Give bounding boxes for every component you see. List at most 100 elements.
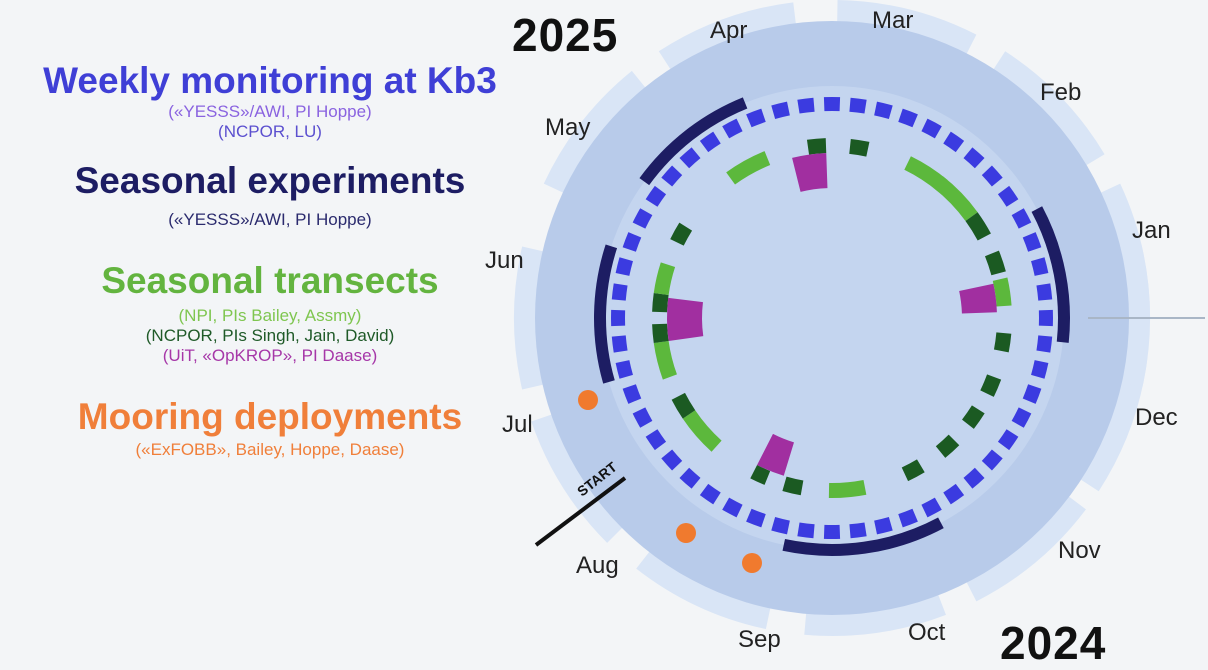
weekly-sample-mark [981, 449, 1003, 471]
legend-weekly-line-1: («YESSS»/AWI, PI Hoppe) [168, 102, 372, 121]
weekly-sample-mark [1038, 309, 1054, 327]
npi-transect-mark [726, 151, 771, 185]
weekly-sample-mark [699, 131, 721, 153]
weekly-sample-mark [943, 131, 965, 153]
npi-transect-mark [653, 340, 677, 380]
npi-transect-mark [933, 176, 978, 222]
npi-transect-mark [682, 410, 722, 452]
weekly-sample-mark [1031, 360, 1049, 379]
seasonal-experiment-arc [1031, 206, 1070, 343]
legend-transects-npi: (NPI, PIs Bailey, Assmy) [178, 306, 362, 325]
weekly-sample-mark [632, 208, 653, 229]
month-label-jul: Jul [502, 411, 533, 438]
ncpor-transect-mark [962, 405, 985, 429]
legend-mooring-line-1: («ExFOBB», Bailey, Hoppe, Daase) [135, 440, 405, 459]
ncpor-transect-mark [935, 434, 960, 458]
legend-weekly-line-2: (NCPOR, LU) [218, 122, 322, 141]
seasonal-experiment-arcs [594, 97, 1070, 556]
weekly-sample-mark [611, 335, 628, 353]
ncpor-transect-mark [993, 332, 1012, 353]
legend-transects-ncpor: (NCPOR, PIs Singh, Jain, David) [145, 326, 395, 345]
weekly-sample-mark [921, 497, 942, 518]
weekly-sample-mark [661, 165, 683, 187]
month-label-jun: Jun [485, 247, 524, 274]
weekly-sample-mark [622, 384, 642, 404]
uit-transect-mark [959, 283, 997, 314]
weekly-sample-mark [645, 185, 667, 207]
weekly-sample-mark [1036, 283, 1053, 301]
seasonal-experiment-arc [594, 244, 618, 384]
month-label-dec: Dec [1135, 404, 1178, 431]
weekly-sample-mark [622, 232, 642, 252]
ncpor-transect-mark [984, 250, 1006, 276]
legend-transects-title: Seasonal transects [101, 260, 439, 301]
year-2025-label: 2025 [512, 9, 619, 61]
legend-seasonal-transects: Seasonal transects (NPI, PIs Bailey, Ass… [0, 260, 540, 366]
uit-transect-mark [757, 433, 794, 476]
weekly-sample-mark [746, 108, 766, 128]
weekly-sample-mark [874, 101, 893, 119]
weekly-sample-mark [1011, 407, 1032, 428]
seasonal-transect-marks [652, 138, 1012, 499]
npi-transect-mark [828, 479, 867, 499]
month-label-aug: Aug [576, 552, 619, 579]
npi-transect-mark [653, 262, 676, 296]
ncpor-transect-mark [849, 138, 870, 157]
weekly-sample-mark [823, 524, 841, 539]
legend-seasonal-title: Seasonal experiments [74, 160, 466, 201]
start-marker-line [534, 476, 627, 547]
month-label-mar: Mar [872, 7, 913, 34]
ncpor-transect-mark [670, 222, 693, 246]
seasonal-experiment-arc [782, 517, 944, 556]
ncpor-transect-mark [806, 138, 827, 155]
month-label-jan: Jan [1132, 217, 1171, 244]
weekly-sample-mark [615, 257, 633, 276]
weekly-sample-mark [898, 508, 918, 528]
seasonal-experiment-arc [639, 97, 748, 186]
weekly-sample-mark [611, 283, 628, 301]
weekly-sample-mark [1022, 384, 1042, 404]
legend-transects-uit: (UiT, «OpKROP», PI Daase) [162, 346, 378, 365]
weekly-sample-mark [1036, 335, 1053, 353]
ncpor-transect-mark [782, 476, 804, 496]
ncpor-transect-mark [901, 459, 925, 482]
legend-weekly-monitoring: Weekly monitoring at Kb3 («YESSS»/AWI, P… [0, 60, 540, 142]
legend-mooring-deployments: Mooring deployments («ExFOBB», Bailey, H… [0, 396, 540, 460]
mooring-marker [742, 553, 762, 573]
npi-transect-mark [992, 277, 1012, 307]
weekly-sample-mark [1011, 208, 1032, 229]
weekly-sample-mark [797, 522, 815, 539]
month-label-feb: Feb [1040, 79, 1081, 106]
month-label-may: May [545, 114, 590, 141]
month-label-oct: Oct [908, 619, 946, 646]
weekly-sample-mark [679, 467, 701, 489]
month-label-apr: Apr [710, 17, 747, 44]
weekly-sample-mark [981, 165, 1003, 187]
ncpor-transect-mark [652, 323, 669, 344]
ncpor-transect-mark [980, 374, 1002, 397]
weekly-monitoring-marks [611, 97, 1054, 539]
inner-disc [600, 86, 1064, 550]
uit-transect-mark [666, 297, 704, 341]
weekly-sample-mark [722, 497, 743, 518]
year-2024-label: 2024 [1000, 617, 1107, 669]
legend-seasonal-line-1: («YESSS»/AWI, PI Hoppe) [168, 210, 372, 229]
weekly-sample-mark [943, 483, 965, 505]
ncpor-transect-mark [652, 292, 669, 313]
month-label-nov: Nov [1058, 537, 1101, 564]
weekly-sample-mark [1031, 257, 1049, 276]
weekly-sample-mark [963, 147, 985, 169]
uit-transect-mark [792, 153, 828, 192]
weekly-sample-mark [661, 449, 683, 471]
weekly-sample-mark [849, 522, 867, 539]
weekly-sample-mark [679, 147, 701, 169]
legend: Weekly monitoring at Kb3 («YESSS»/AWI, P… [0, 60, 540, 460]
weekly-sample-mark [771, 101, 790, 119]
mooring-markers [578, 390, 762, 573]
weekly-sample-mark [997, 185, 1019, 207]
weekly-sample-mark [849, 97, 867, 114]
weekly-sample-mark [823, 97, 841, 112]
weekly-sample-mark [722, 118, 743, 139]
